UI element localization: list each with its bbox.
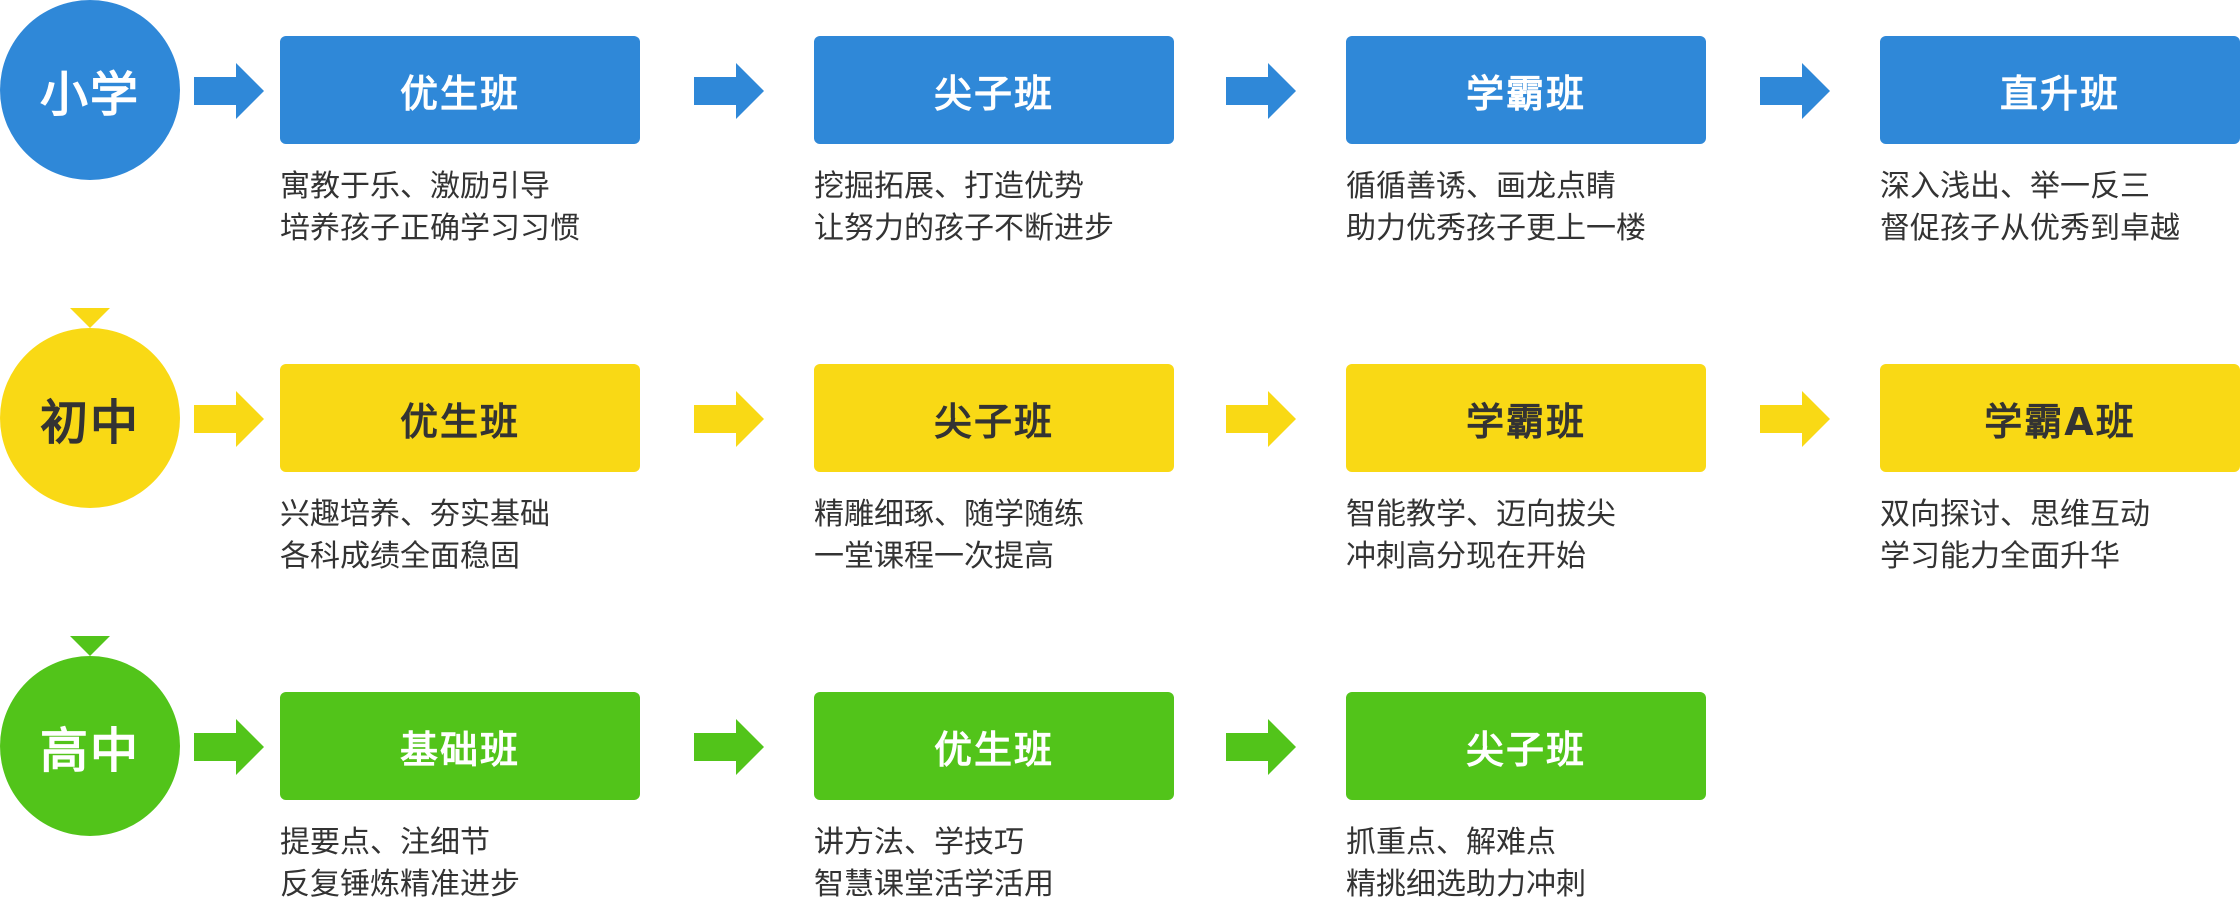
level-circle-junior: 初中 — [0, 328, 180, 508]
arrow-right-icon — [1760, 63, 1830, 119]
class-box-junior-3: 学霸班 — [1346, 364, 1706, 472]
arrow-right-icon — [194, 63, 264, 119]
class-description-junior-4: 双向探讨、思维互动学习能力全面升华 — [1880, 497, 2150, 574]
class-description-junior-1: 兴趣培养、夯实基础各科成绩全面稳固 — [280, 497, 550, 574]
class-description-senior-1: 提要点、注细节反复锤炼精准进步 — [280, 825, 520, 902]
class-description-senior-2: 讲方法、学技巧智慧课堂活学活用 — [814, 825, 1054, 902]
class-description-senior-3: 抓重点、解难点精挑细选助力冲刺 — [1346, 825, 1586, 902]
arrow-right-icon — [1760, 391, 1830, 447]
level-circle-senior: 高中 — [0, 656, 180, 836]
arrow-right-icon — [194, 391, 264, 447]
class-box-junior-4: 学霸A班 — [1880, 364, 2240, 472]
class-description-primary-3: 循循善诱、画龙点睛助力优秀孩子更上一楼 — [1346, 169, 1646, 246]
arrow-right-icon — [694, 63, 764, 119]
connector-primary-to-junior — [70, 182, 110, 328]
class-box-junior-2: 尖子班 — [814, 364, 1174, 472]
arrow-right-icon — [694, 391, 764, 447]
class-description-junior-2: 精雕细琢、随学随练一堂课程一次提高 — [814, 497, 1084, 574]
class-box-primary-4: 直升班 — [1880, 36, 2240, 144]
class-box-primary-1: 优生班 — [280, 36, 640, 144]
class-box-senior-3: 尖子班 — [1346, 692, 1706, 800]
class-box-senior-1: 基础班 — [280, 692, 640, 800]
class-box-senior-2: 优生班 — [814, 692, 1174, 800]
class-description-primary-2: 挖掘拓展、打造优势让努力的孩子不断进步 — [814, 169, 1114, 246]
arrow-right-icon — [194, 719, 264, 775]
level-circle-primary: 小学 — [0, 0, 180, 180]
arrow-right-icon — [694, 719, 764, 775]
class-box-primary-2: 尖子班 — [814, 36, 1174, 144]
arrow-right-icon — [1226, 719, 1296, 775]
arrow-right-icon — [1226, 391, 1296, 447]
connector-junior-to-senior — [70, 510, 110, 656]
class-box-primary-3: 学霸班 — [1346, 36, 1706, 144]
class-box-junior-1: 优生班 — [280, 364, 640, 472]
class-description-primary-4: 深入浅出、举一反三督促孩子从优秀到卓越 — [1880, 169, 2180, 246]
class-description-primary-1: 寓教于乐、激励引导培养孩子正确学习习惯 — [280, 169, 580, 246]
arrow-right-icon — [1226, 63, 1296, 119]
class-description-junior-3: 智能教学、迈向拔尖冲刺高分现在开始 — [1346, 497, 1616, 574]
